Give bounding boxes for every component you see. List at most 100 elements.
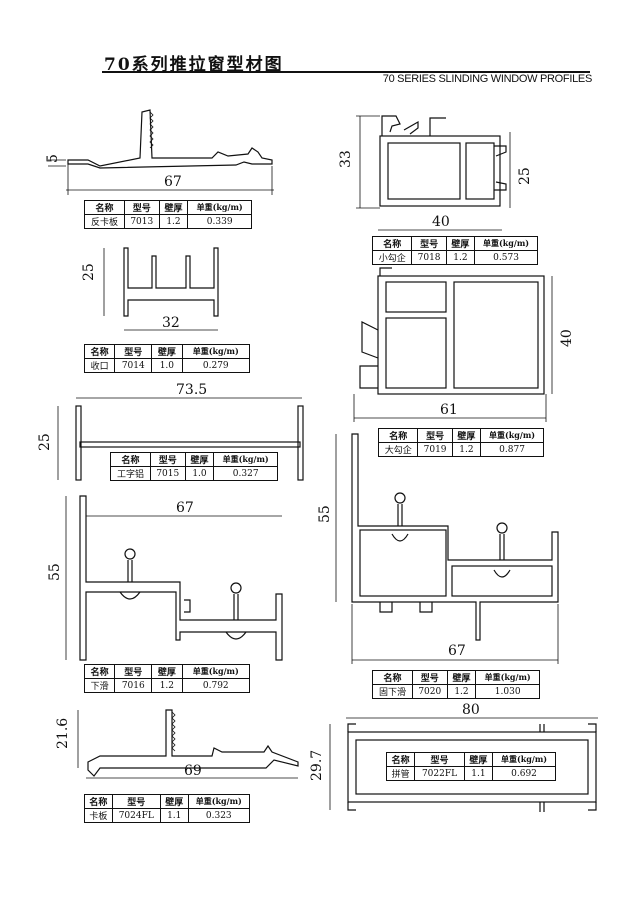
header-weight: 单重(kg/m) [474,236,538,251]
dim-label: 55 [47,563,63,581]
title-rule [102,71,590,73]
profile-7016-rail-clip [225,631,247,640]
profile-7020-rail-clip [391,533,409,542]
header-name: 名称 [83,344,116,359]
cell-model: 7015 [149,466,186,481]
dim-label: 32 [162,315,180,331]
profile-7019-hook [359,365,378,389]
header-model: 型号 [114,664,153,679]
profile-7020-rail-head [394,492,406,504]
header-model: 型号 [417,428,453,443]
cell-wall: 1.2 [158,214,189,229]
header-weight: 单重(kg/m) [181,664,251,679]
profile-7022-lip [539,724,545,812]
cell-name: 固下滑 [372,684,413,699]
profile-7019-outer [377,275,545,395]
profile-7018-hook [381,115,401,136]
header-name: 名称 [84,200,125,215]
profile-7018-cell [387,142,461,200]
cell-model: 7019 [417,442,453,457]
cell-model: 7013 [123,214,160,229]
cell-name: 工字铝 [110,466,151,481]
dim-label: 55 [317,505,333,523]
profile-7020-rail-head [496,522,508,534]
profile-7020-cell [359,529,447,597]
cell-weight: 0.692 [492,766,556,781]
header-name: 名称 [110,452,151,467]
profile-7016-rail [233,594,239,620]
header-name: 名称 [385,752,416,767]
cell-name: 拼管 [385,766,416,781]
dim-label: 67 [164,174,182,190]
profile-7019-cell [385,281,447,313]
dim-label: 61 [440,402,458,418]
dim-label: 80 [462,702,480,718]
cell-wall: 1.2 [445,250,476,265]
header-weight: 单重(kg/m) [187,200,252,215]
profile-7016-rail-clip [119,591,141,600]
cell-wall: 1.0 [151,358,183,373]
dim-label: 33 [338,150,354,168]
header-weight: 单重(kg/m) [492,752,556,767]
header-weight: 单重(kg/m) [213,452,278,467]
profile-7018-hook [429,117,446,136]
profile-7019-cell [385,317,447,389]
profile-7018-outer [379,135,501,207]
header-wall: 壁厚 [158,200,189,215]
profile-7015-web [79,441,301,448]
cell-name: 反卡板 [84,214,125,229]
header-model: 型号 [149,452,186,467]
header-weight: 单重(kg/m) [475,670,540,685]
header-model: 型号 [411,236,447,251]
header-wall: 壁厚 [445,236,476,251]
cell-wall: 1.1 [463,766,494,781]
cell-model: 7018 [411,250,447,265]
dim-label: 67 [448,643,466,659]
profile-7022-outer [347,731,597,803]
dim-label: 5 [45,154,61,163]
profile-7016-rail [127,560,133,582]
dim-label: 25 [517,167,533,185]
header-wall: 壁厚 [159,794,189,809]
profile-7019-hook [361,321,379,359]
cell-name: 下滑 [83,678,116,693]
profile-7022-drawing: 80 29.7 [309,702,598,812]
header-wall: 壁厚 [446,670,477,685]
profile-7020-rail-clip [493,569,511,578]
cell-wall: 1.1 [159,808,189,823]
header-model: 型号 [414,752,465,767]
header-weight: 单重(kg/m) [181,344,251,359]
header-wall: 壁厚 [151,664,183,679]
profile-7013-serration [149,111,154,149]
profile-7018-clip [494,181,507,191]
cell-wall: 1.2 [151,678,183,693]
profile-7016-rail-head [230,582,242,594]
header-name: 名称 [371,236,413,251]
dim-label: 25 [81,263,97,281]
cell-model: 7022FL [414,766,465,781]
profile-7020-lip [379,602,433,613]
cell-model: 7020 [411,684,448,699]
profile-7016-lip [184,599,191,613]
profile-7016-shape [79,495,283,661]
cell-weight: 0.573 [474,250,538,265]
profile-7024-shape [87,709,299,777]
dim-label: 40 [432,214,450,230]
dim-label: 40 [559,329,575,347]
header-model: 型号 [123,200,160,215]
cell-wall: 1.2 [451,442,482,457]
dim-label: 73.5 [176,382,207,398]
profile-7024-drawing: 21.6 69 [55,709,299,779]
cell-wall: 1.2 [446,684,477,699]
header-wall: 壁厚 [151,344,183,359]
header-wall: 壁厚 [451,428,482,443]
cell-weight: 0.279 [181,358,251,373]
cell-weight: 0.792 [181,678,251,693]
cell-name: 小勾企 [371,250,413,265]
